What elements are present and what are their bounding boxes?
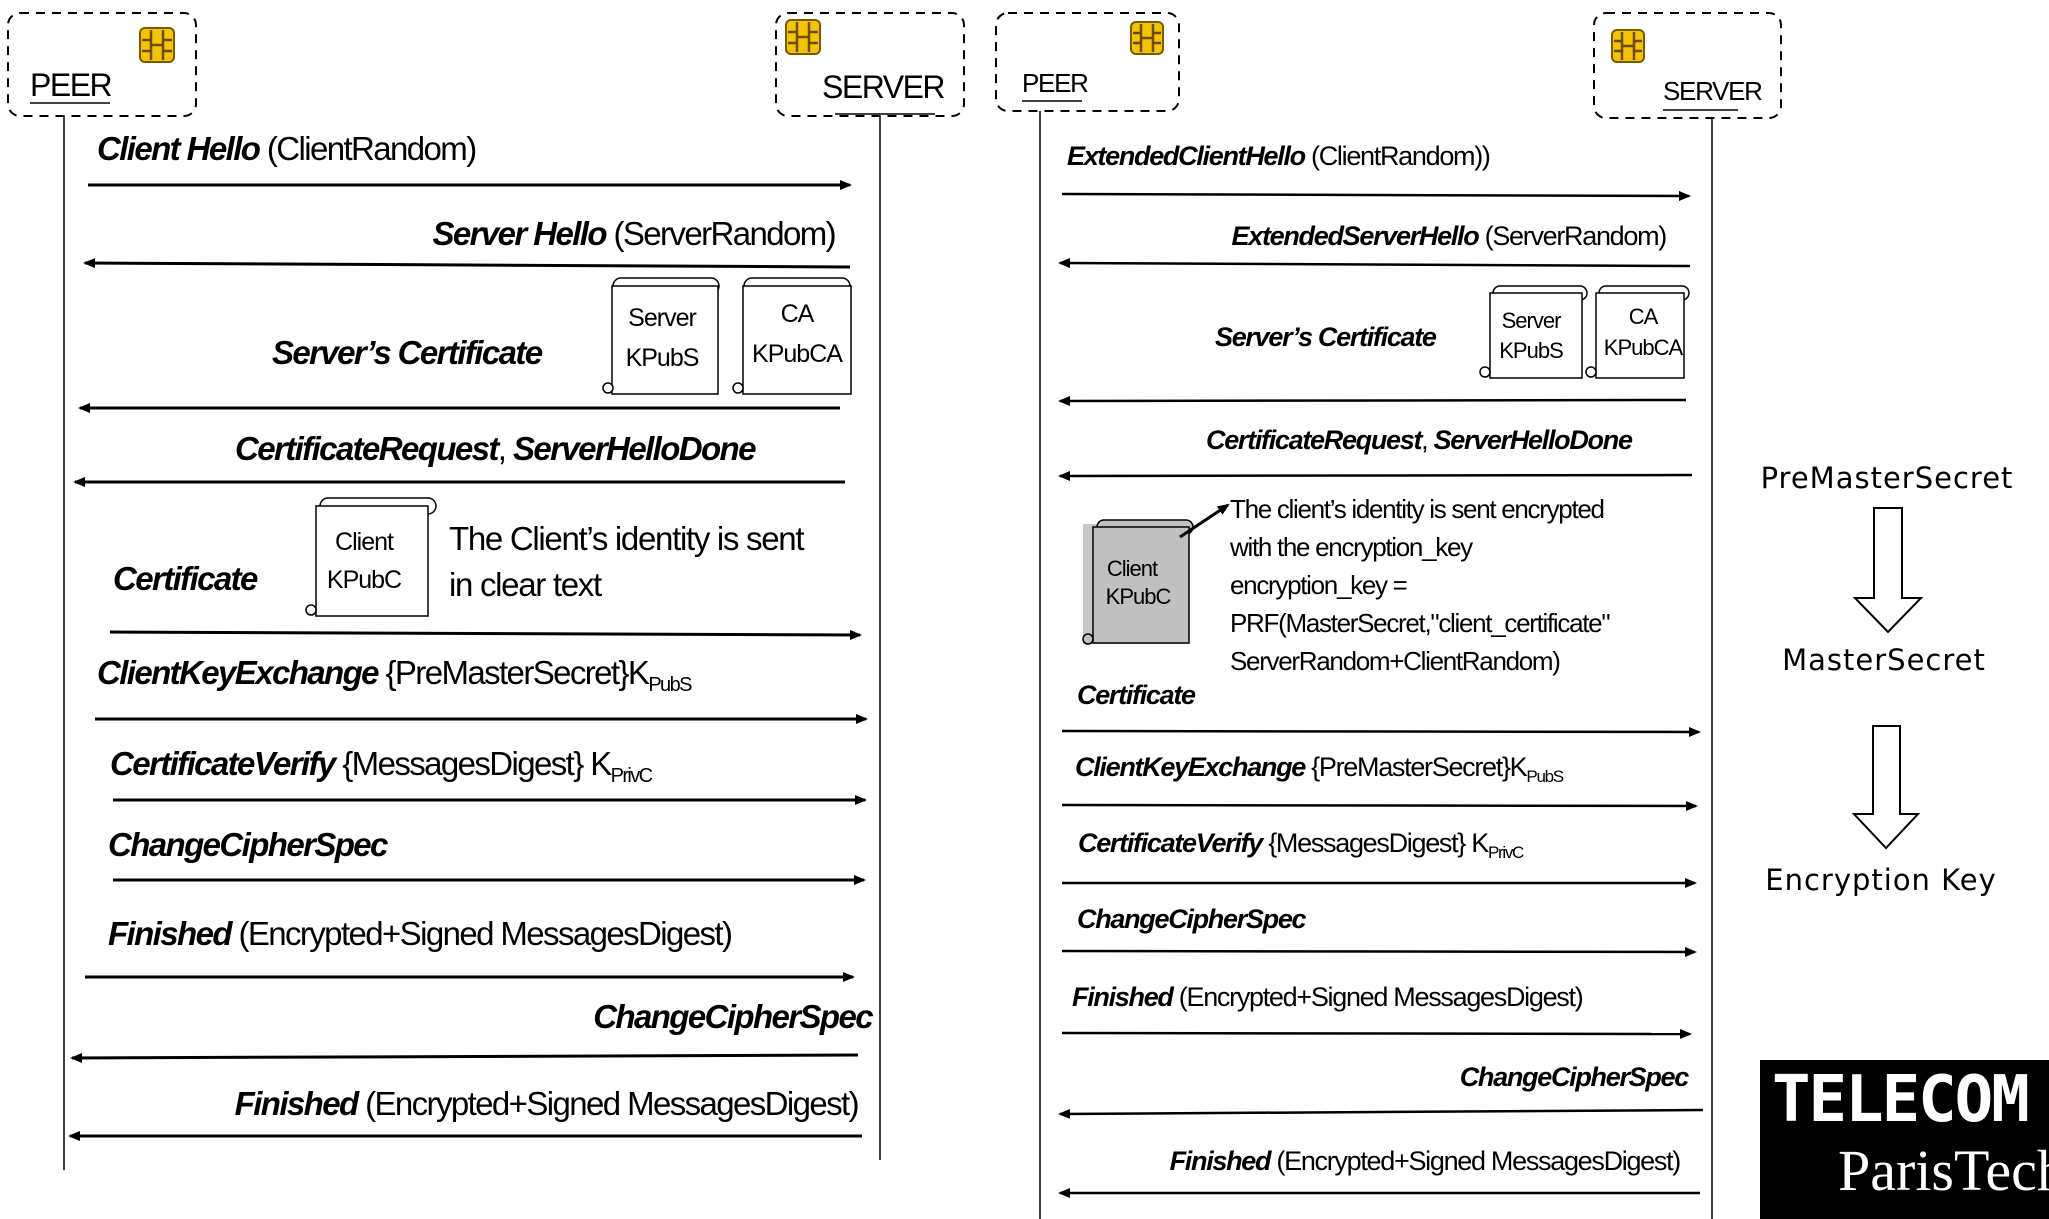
certificate-label: Server [628, 304, 696, 332]
message-label: Finished (Encrypted+Signed MessagesDiges… [235, 1085, 858, 1122]
message-label: ExtendedClientHello (ClientRandom)) [1067, 141, 1490, 171]
message-label: Client Hello (ClientRandom) [97, 130, 476, 167]
right-sequence-diagram: PEER SERVER ExtendedClientHello (ClientR… [995, 12, 1782, 1219]
certificate-label: KPubCA [1604, 335, 1684, 360]
key-label: PreMasterSecret [1761, 461, 2014, 495]
certificate-label: KPubC [327, 566, 402, 594]
certificate-label: KPubS [626, 344, 699, 372]
right-server-label: SERVER [1663, 76, 1762, 106]
message-label: ExtendedServerHello (ServerRandom) [1232, 221, 1667, 251]
certificate-label: KPubCA [752, 340, 843, 368]
note-text: The Client’s identity is sent [449, 520, 804, 557]
message-label: ChangeCipherSpec [1460, 1062, 1690, 1092]
chip-icon [1611, 29, 1645, 63]
right-peer-label: PEER [1022, 68, 1088, 98]
left-server-box [775, 12, 965, 117]
server-certificate-icon: Server KPubS [602, 277, 720, 395]
message-arrow [1061, 726, 1701, 737]
certificate-label: Client [1107, 556, 1158, 581]
message-label: Certificate [113, 560, 258, 597]
left-sequence-diagram: PEER SERVER Client Hello (ClientRandom) … [7, 12, 965, 1170]
message-arrow [1058, 470, 1693, 481]
key-label: MasterSecret [1782, 643, 1986, 677]
message-label: Finished (Encrypted+Signed MessagesDiges… [108, 915, 731, 952]
telecom-paristech-logo: TELECOM ParisTech [1760, 1060, 2049, 1219]
pointer-arrow [1179, 503, 1230, 539]
message-label: ClientKeyExchange {PreMasterSecret}KPubS [1075, 752, 1564, 786]
ca-certificate-icon: CA KPubCA [1585, 285, 1690, 379]
message-arrow [1061, 946, 1697, 957]
certificate-label: CA [1629, 304, 1659, 329]
certificate-label: KPubS [1499, 338, 1563, 363]
certificate-label: Server [1502, 308, 1561, 333]
message-label: CertificateRequest, ServerHelloDone [1206, 425, 1633, 455]
certificate-label: Client [335, 528, 394, 556]
chip-icon [139, 27, 175, 63]
note-text: The client’s identity is sent encrypted [1230, 494, 1604, 524]
right-server-box [1593, 12, 1782, 119]
certificate-label: CA [781, 300, 815, 328]
message-arrow [83, 258, 851, 269]
chip-icon [1130, 21, 1164, 55]
left-peer-label: PEER [30, 67, 112, 103]
right-peer-box [995, 12, 1180, 112]
down-arrow-icon [1852, 507, 1924, 634]
message-label: ChangeCipherSpec [1077, 904, 1307, 934]
message-label: Server’s Certificate [272, 334, 543, 371]
left-server-label: SERVER [822, 69, 944, 105]
client-certificate-icon: Client KPubC [305, 497, 437, 617]
note-text: PRF(MasterSecret,"client_certificate" [1230, 608, 1610, 638]
chip-icon [785, 19, 821, 55]
message-label: ClientKeyExchange {PreMasterSecret}KPubS [97, 654, 692, 696]
message-arrow [1058, 395, 1687, 406]
message-arrow [1061, 1028, 1692, 1039]
message-label: Finished (Encrypted+Signed MessagesDiges… [1170, 1146, 1681, 1176]
server-certificate-icon: Server KPubS [1479, 285, 1588, 379]
message-label: ChangeCipherSpec [108, 826, 388, 863]
encrypted-client-certificate-icon: Client KPubC [1082, 519, 1194, 645]
message-label: Finished (Encrypted+Signed MessagesDiges… [1072, 982, 1583, 1012]
message-label: CertificateRequest, ServerHelloDone [235, 430, 756, 467]
message-label: Certificate [1077, 680, 1196, 710]
key-label: Encryption Key [1765, 863, 1997, 897]
note-text: encryption_key = [1230, 570, 1407, 600]
message-arrow [1061, 800, 1698, 811]
left-peer-box [7, 12, 197, 117]
logo-line-2: ParisTech [1838, 1138, 2049, 1203]
message-arrow [70, 1052, 859, 1063]
certificate-label: KPubC [1106, 584, 1172, 609]
message-label: Server’s Certificate [1215, 322, 1437, 352]
message-arrow [109, 629, 862, 640]
message-label: CertificateVerify {MessagesDigest} KPriv… [1078, 828, 1524, 862]
message-arrow [1058, 258, 1691, 269]
message-label: CertificateVerify {MessagesDigest} KPriv… [110, 745, 653, 787]
logo-line-1: TELECOM [1772, 1063, 2030, 1137]
message-arrow [1058, 1108, 1704, 1119]
message-label: ChangeCipherSpec [593, 998, 873, 1035]
down-arrow-icon [1851, 725, 1921, 850]
message-arrow [1061, 190, 1691, 201]
note-text: with the encryption_key [1229, 532, 1473, 562]
key-derivation-chain: PreMasterSecret MasterSecret Encryption … [1761, 461, 2014, 897]
ca-certificate-icon: CA KPubCA [732, 277, 852, 395]
note-text: in clear text [449, 566, 602, 603]
message-label: Server Hello (ServerRandom) [433, 215, 835, 252]
note-text: ServerRandom+ClientRandom) [1230, 646, 1560, 676]
